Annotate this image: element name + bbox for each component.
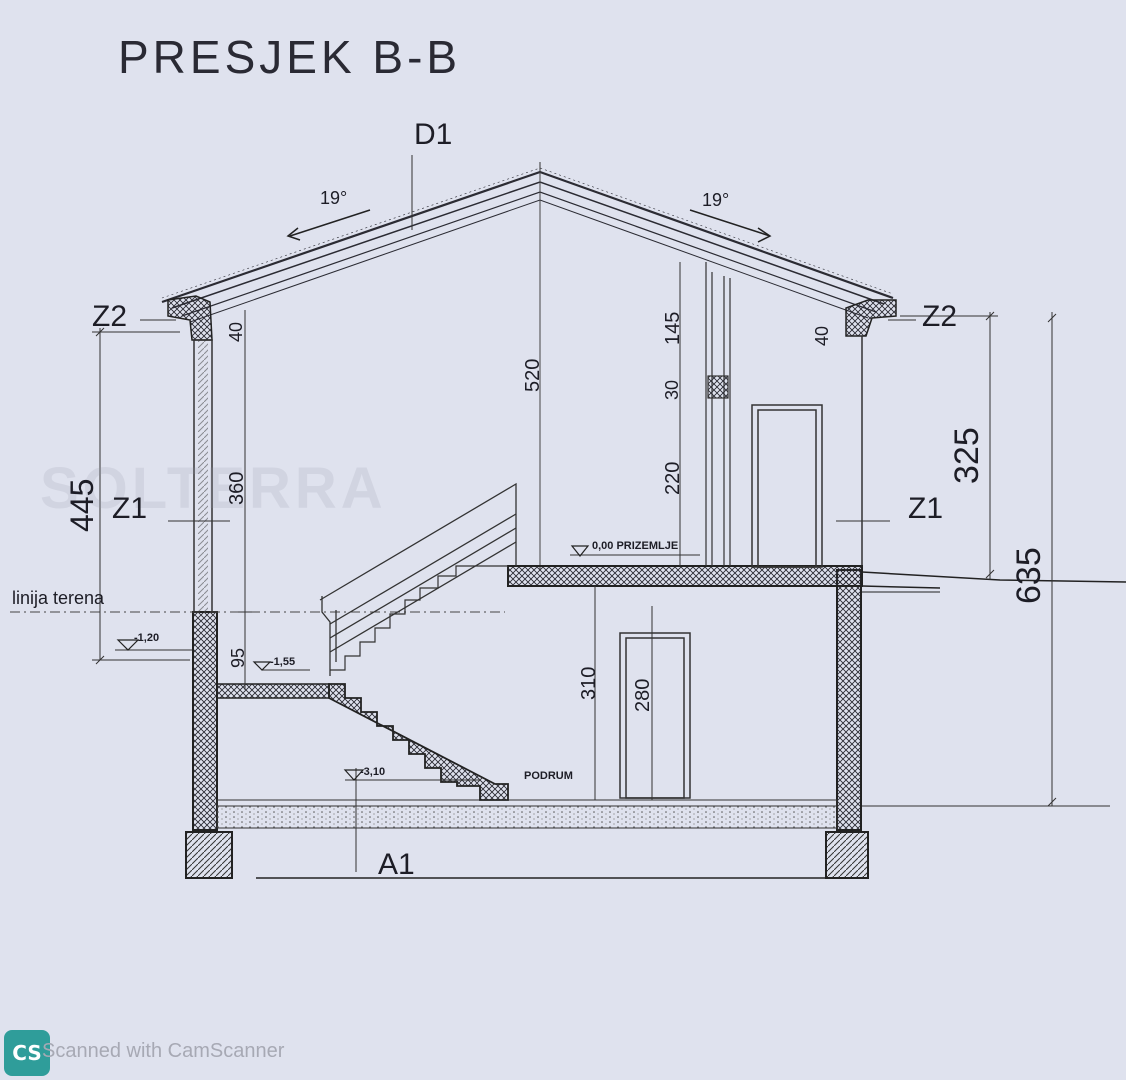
level-markers [116,545,590,781]
level-basement: -3,10 [360,766,386,778]
basement-left-wall [192,611,218,831]
basement-floor [216,799,838,829]
right-footing [825,831,869,879]
z1-left-label: Z1 [112,492,148,525]
upper-stair-flight [330,565,508,671]
basement-right-wall [836,569,862,831]
dim-window-low: 220 [662,461,684,495]
level-landing: -1,55 [270,656,296,668]
dim-right-upper: 325 [948,427,986,484]
dim-ridge: 520 [522,358,544,392]
basement-door [619,632,691,799]
roof [161,167,894,323]
dim-left-wall: 360 [226,471,248,505]
basement-room-label: PODRUM [524,770,573,782]
dim-window-mid: 30 [662,379,682,400]
dim-door: 280 [632,678,654,712]
roof-pitch-right: 19° [702,190,730,210]
scanner-caption: Scanned with CamScanner [42,1040,285,1062]
dim-left-eave: 40 [226,321,246,342]
lower-stair-flight [328,683,509,801]
terrain-label: linija terena [12,588,105,608]
eave-blocks [167,295,897,341]
roof-pitch-left: 19° [320,188,348,208]
roof-section-marker: D1 [414,118,453,151]
drawing-title: PRESJEK B-B [118,31,462,83]
watermark: SOLTERRA [40,456,387,521]
stair-landing [216,683,330,699]
dim-left-step: 95 [228,647,248,668]
dim-window-top: 145 [662,311,684,345]
dim-basement: 310 [578,666,600,700]
a1-label: A1 [378,848,415,881]
level-ground-floor: 0,00 PRIZEMLJE [592,540,679,552]
dim-right-eave: 40 [812,325,832,346]
dim-right-total: 635 [1010,547,1048,604]
z1-right-label: Z1 [908,492,944,525]
left-footing [185,831,233,879]
dimension-lines [92,155,1110,872]
stair-railing [319,482,517,676]
ground-floor-slab [507,565,863,587]
pitch-arrows [286,209,772,243]
upper-door [751,404,823,568]
z2-left-label: Z2 [92,300,128,333]
level-terrain: -1,20 [134,632,160,644]
z2-right-label: Z2 [922,300,958,333]
dim-left-total: 445 [64,478,100,532]
camscanner-logo-icon: CS [4,1030,50,1076]
window-column [705,262,731,566]
